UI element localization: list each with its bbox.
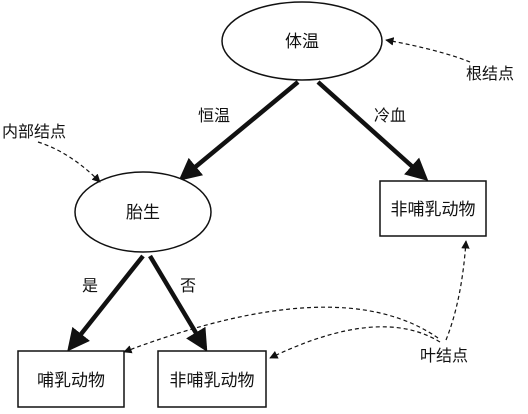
edge-root-to-leaf-right: [316, 80, 429, 182]
internal-node-label: 胎生: [126, 203, 160, 223]
leaf-node-bottom-left: [17, 350, 125, 408]
annotation-leaf-node: 叶结点: [420, 346, 468, 365]
root-node-label: 体温: [285, 32, 319, 52]
edge-label-yes: 是: [82, 276, 98, 295]
root-node: [221, 1, 383, 81]
leaf-node-right: [379, 180, 487, 237]
annotation-internal-arrow: [37, 141, 101, 183]
edge-internal-to-mid: [148, 254, 208, 352]
annotation-root-node: 根结点: [466, 64, 514, 83]
edge-internal-to-left: [67, 254, 145, 352]
leaf-node-bottom-mid: [157, 350, 267, 408]
leaf-node-right-label: 非哺乳动物: [391, 200, 476, 220]
leaf-node-bottom-left-label: 哺乳动物: [37, 371, 105, 391]
annotation-root-arrow: [385, 37, 471, 63]
internal-node: [74, 171, 212, 253]
annotation-internal-node: 内部结点: [2, 122, 66, 141]
edge-root-to-internal: [178, 80, 300, 181]
edge-label-warm: 恒温: [198, 106, 230, 125]
annotation-leaf-arrow-mid: [269, 326, 441, 359]
edge-label-no: 否: [180, 276, 196, 295]
leaf-node-bottom-mid-label: 非哺乳动物: [170, 371, 255, 391]
annotation-leaf-arrow-right: [445, 240, 470, 341]
edge-label-cold: 冷血: [374, 106, 406, 125]
annotation-leaf-arrow-left: [123, 306, 439, 354]
